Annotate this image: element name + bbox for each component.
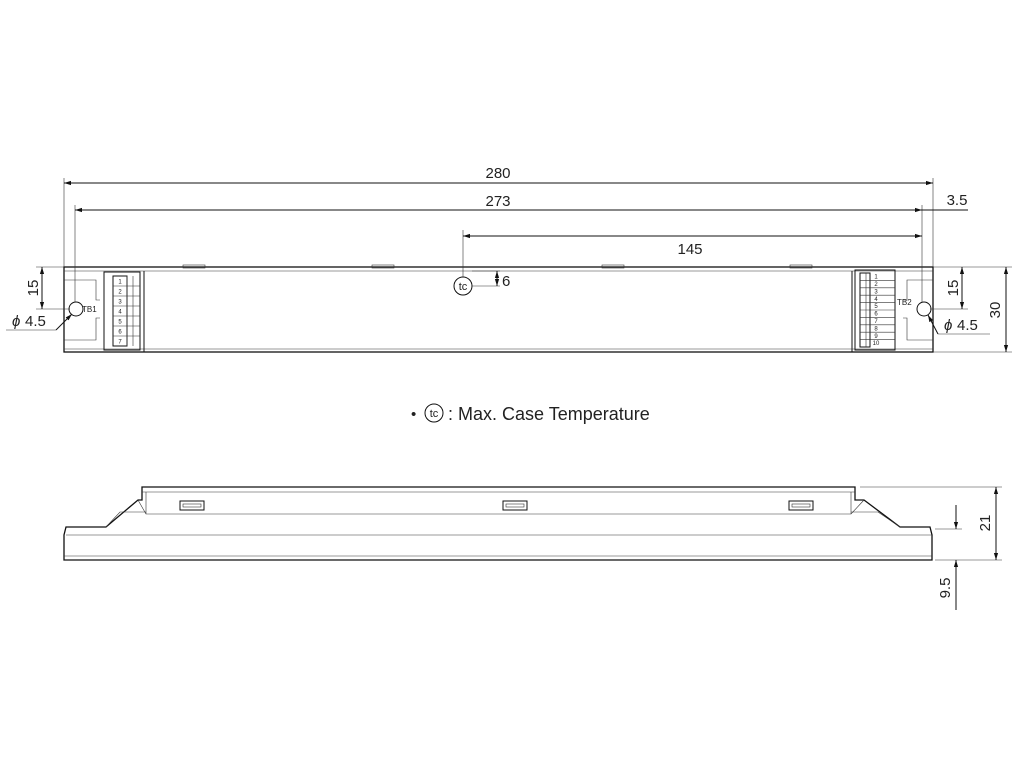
terminal-pin-number: 7 [118, 340, 122, 346]
dim-hole-dia-right: 4.5 [957, 317, 978, 334]
dim-tc-offset-x: 145 [677, 241, 702, 258]
terminal-pin-number: 1 [118, 280, 122, 286]
dim-height-total: 21 [977, 515, 994, 532]
housing-outline [63, 266, 934, 353]
terminal-pin-number: 3 [874, 289, 878, 295]
terminal-pin-number: 7 [874, 319, 878, 325]
vent-slot [788, 500, 814, 511]
vent-slot [502, 500, 528, 511]
terminal-pin-number: 2 [874, 282, 878, 288]
mounting-hole-left [68, 301, 84, 317]
top-tab [789, 264, 813, 269]
terminal-pin-number: 4 [874, 297, 878, 303]
legend-tc-symbol: tc [430, 408, 439, 420]
terminal-block-tb1: 1 2 3 4 5 6 7 TB1 [82, 271, 141, 351]
terminal-pin-number: 5 [874, 304, 878, 310]
dim-overall-length: 280 [485, 165, 510, 182]
top-tab [371, 264, 395, 269]
tb1-label: TB1 [82, 305, 97, 314]
vent-slot [179, 500, 205, 511]
dim-hole-height-left: 15 [25, 280, 42, 297]
tc-marker-text: tc [459, 281, 468, 293]
terminal-pin-number: 6 [118, 330, 122, 336]
mounting-hole-right [916, 301, 932, 317]
dim-width: 30 [987, 302, 1004, 319]
terminal-pin-number: 6 [874, 312, 878, 318]
dim-hole-spacing: 273 [485, 193, 510, 210]
dimensions-top: 280 273 3.5 145 6 15 ϕ 4.5 15 [6, 165, 1012, 353]
legend-bullet: • [411, 406, 416, 423]
dim-hole-dia-right-symbol: ϕ [944, 317, 952, 334]
legend-tc-circle [424, 403, 444, 423]
terminal-pin-number: 10 [873, 341, 880, 347]
dim-hole-height-right: 15 [945, 280, 962, 297]
dim-height-base: 9.5 [937, 578, 954, 599]
terminal-pin-number: 8 [874, 326, 878, 332]
top-tab [601, 264, 625, 269]
side-view [63, 486, 933, 561]
dim-hole-dia-left-symbol: ϕ [12, 313, 20, 330]
dim-tc-offset-y: 6 [502, 273, 510, 290]
terminal-pin-number: 1 [874, 275, 878, 281]
terminal-pin-number: 2 [118, 290, 122, 296]
dimensions-side: 21 9.5 [860, 486, 1002, 610]
top-tab [182, 264, 206, 269]
terminal-block-tb2: 123 45 678 910 TB2 [854, 269, 912, 351]
tc-marker: tc [453, 276, 473, 296]
terminal-pin-number: 9 [874, 334, 878, 340]
dim-hole-dia-left: 4.5 [25, 313, 46, 330]
legend-text: : Max. Case Temperature [448, 404, 650, 424]
terminal-pin-number: 5 [118, 320, 122, 326]
housing-profile [63, 486, 933, 561]
dim-hole-edge-offset: 3.5 [947, 192, 968, 209]
tb2-label: TB2 [897, 298, 912, 307]
terminal-pin-number: 3 [118, 300, 122, 306]
legend: • tc : Max. Case Temperature [411, 403, 650, 424]
terminal-pin-number: 4 [118, 310, 122, 316]
